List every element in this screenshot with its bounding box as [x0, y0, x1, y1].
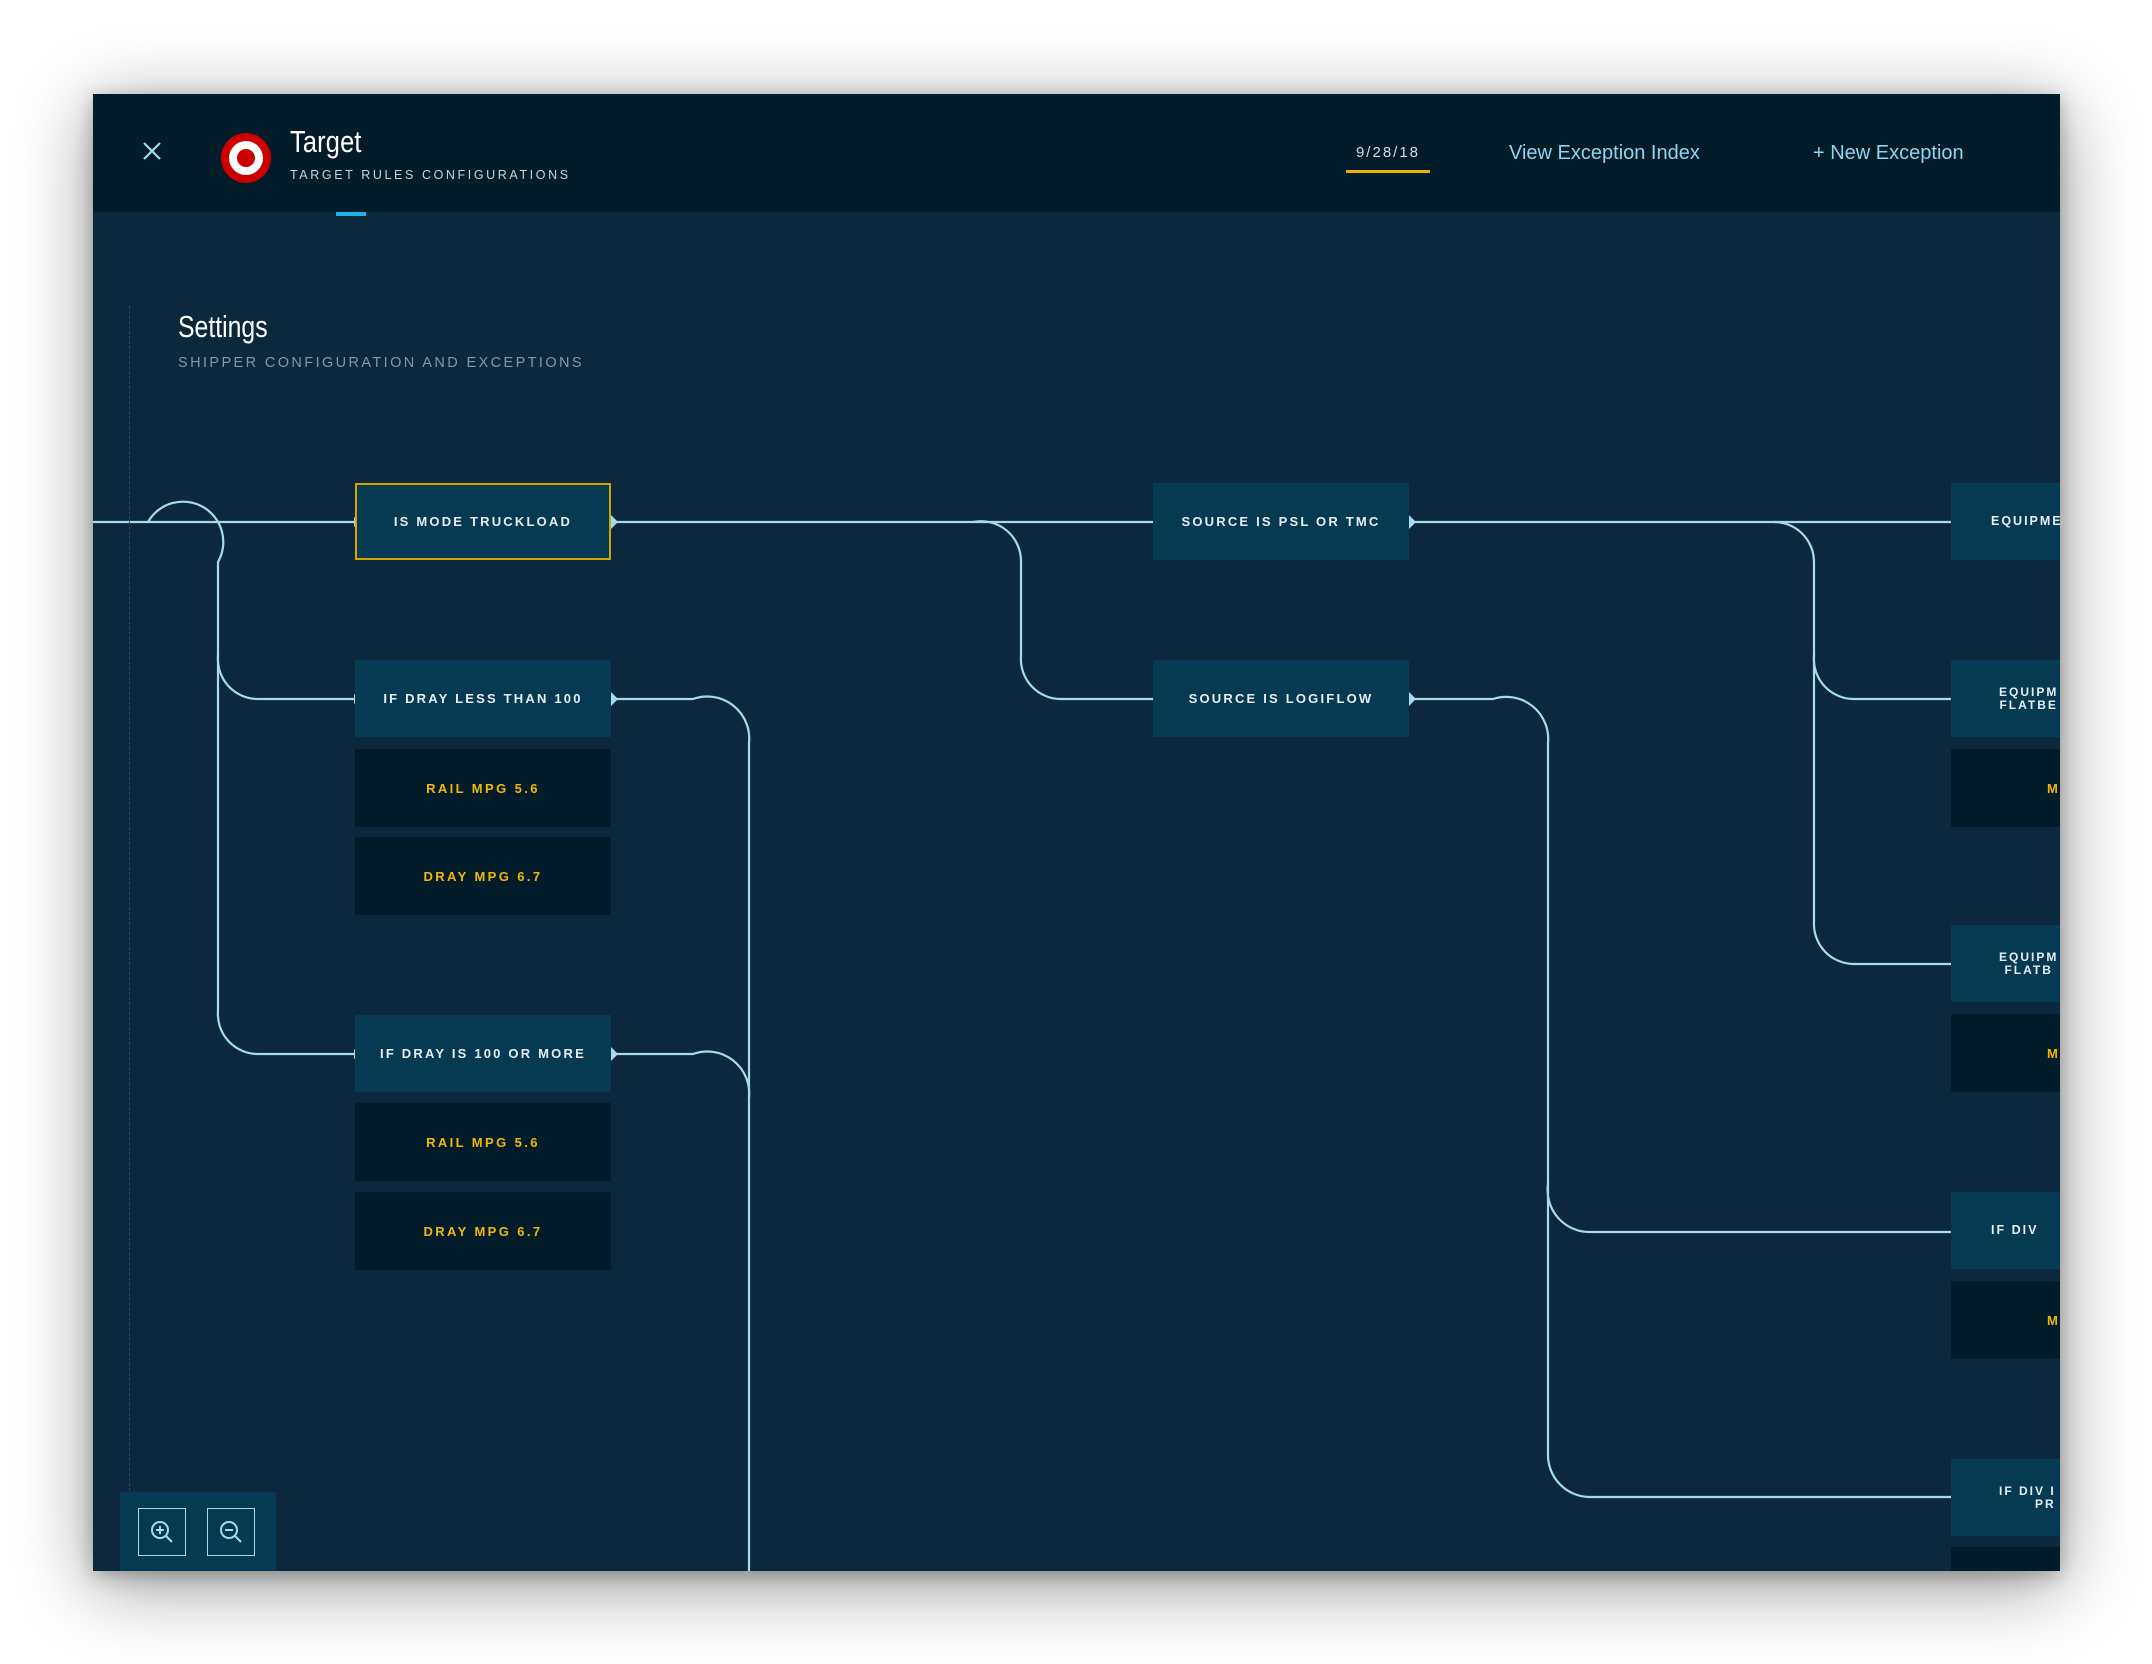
node-equipment[interactable]: EQUIPME — [1951, 483, 2060, 560]
app-window: Settings SHIPPER CONFIGURATION AND EXCEP… — [93, 94, 2060, 1571]
close-icon — [143, 142, 161, 160]
connector-lines — [93, 500, 1954, 1571]
node-equipment-line2: FLATBE — [1999, 697, 2058, 712]
node-dray-100-or-more[interactable]: IF DRAY IS 100 OR MORE — [355, 1015, 611, 1092]
node-equipment-line1: EQUIPM — [1999, 949, 2059, 964]
active-tab-indicator — [336, 212, 366, 216]
top-bar: Target TARGET RULES CONFIGURATIONS 9/28/… — [93, 94, 2060, 212]
result-dray-mpg[interactable]: DRAY MPG 6.7 — [355, 837, 611, 915]
node-equipment-line1: EQUIPM — [1999, 684, 2059, 699]
brand-name: Target — [290, 124, 362, 159]
node-dray-less-than-100[interactable]: IF DRAY LESS THAN 100 — [355, 660, 611, 737]
result-dray-mpg[interactable]: DRAY MPG 6.7 — [355, 1192, 611, 1270]
result-rail-mpg[interactable]: RAIL MPG 5.6 — [355, 1103, 611, 1181]
node-is-mode-truckload[interactable]: IS MODE TRUCKLOAD — [355, 483, 611, 560]
close-button[interactable] — [137, 136, 167, 166]
page-subtitle: SHIPPER CONFIGURATION AND EXCEPTIONS — [178, 355, 584, 371]
result-rail-mpg[interactable]: RAIL MPG 5.6 — [355, 749, 611, 827]
node-source-psl-or-tmc[interactable]: SOURCE IS PSL OR TMC — [1153, 483, 1409, 560]
node-if-div-line2: PR — [2035, 1496, 2056, 1511]
result-clipped[interactable]: M — [1951, 749, 2060, 827]
page-title: Settings — [178, 309, 268, 344]
new-exception-link[interactable]: + New Exception — [1813, 142, 1964, 164]
date-tab[interactable]: 9/28/18 — [1346, 144, 1430, 173]
zoom-in-icon — [151, 1521, 173, 1543]
zoom-out-button[interactable] — [207, 1508, 255, 1556]
target-bullseye-logo — [221, 133, 271, 183]
node-if-div-line1: IF DIV I — [1999, 1483, 2056, 1498]
node-if-div[interactable]: IF DIV I PR — [1951, 1459, 2060, 1536]
result-clipped[interactable]: M — [1951, 1014, 2060, 1092]
view-exception-index-link[interactable]: View Exception Index — [1509, 142, 1700, 164]
node-equipment-line2: FLATB — [2004, 962, 2053, 977]
zoom-controls — [120, 1492, 276, 1571]
zoom-out-icon — [220, 1521, 242, 1543]
brand-subtitle: TARGET RULES CONFIGURATIONS — [290, 168, 571, 182]
node-equipment-flatbed[interactable]: EQUIPM FLATBE — [1951, 660, 2060, 737]
connector-arrows — [354, 515, 1960, 1502]
node-if-div[interactable]: IF DIV — [1951, 1192, 2060, 1269]
zoom-in-button[interactable] — [138, 1508, 186, 1556]
node-source-logiflow[interactable]: SOURCE IS LOGIFLOW — [1153, 660, 1409, 737]
settings-divider-line — [129, 306, 130, 1571]
flow-canvas[interactable]: Settings SHIPPER CONFIGURATION AND EXCEP… — [93, 94, 2060, 1571]
node-equipment-flatbed[interactable]: EQUIPM FLATB — [1951, 925, 2060, 1002]
result-clipped[interactable]: M — [1951, 1281, 2060, 1359]
result-clipped[interactable] — [1951, 1547, 2060, 1571]
